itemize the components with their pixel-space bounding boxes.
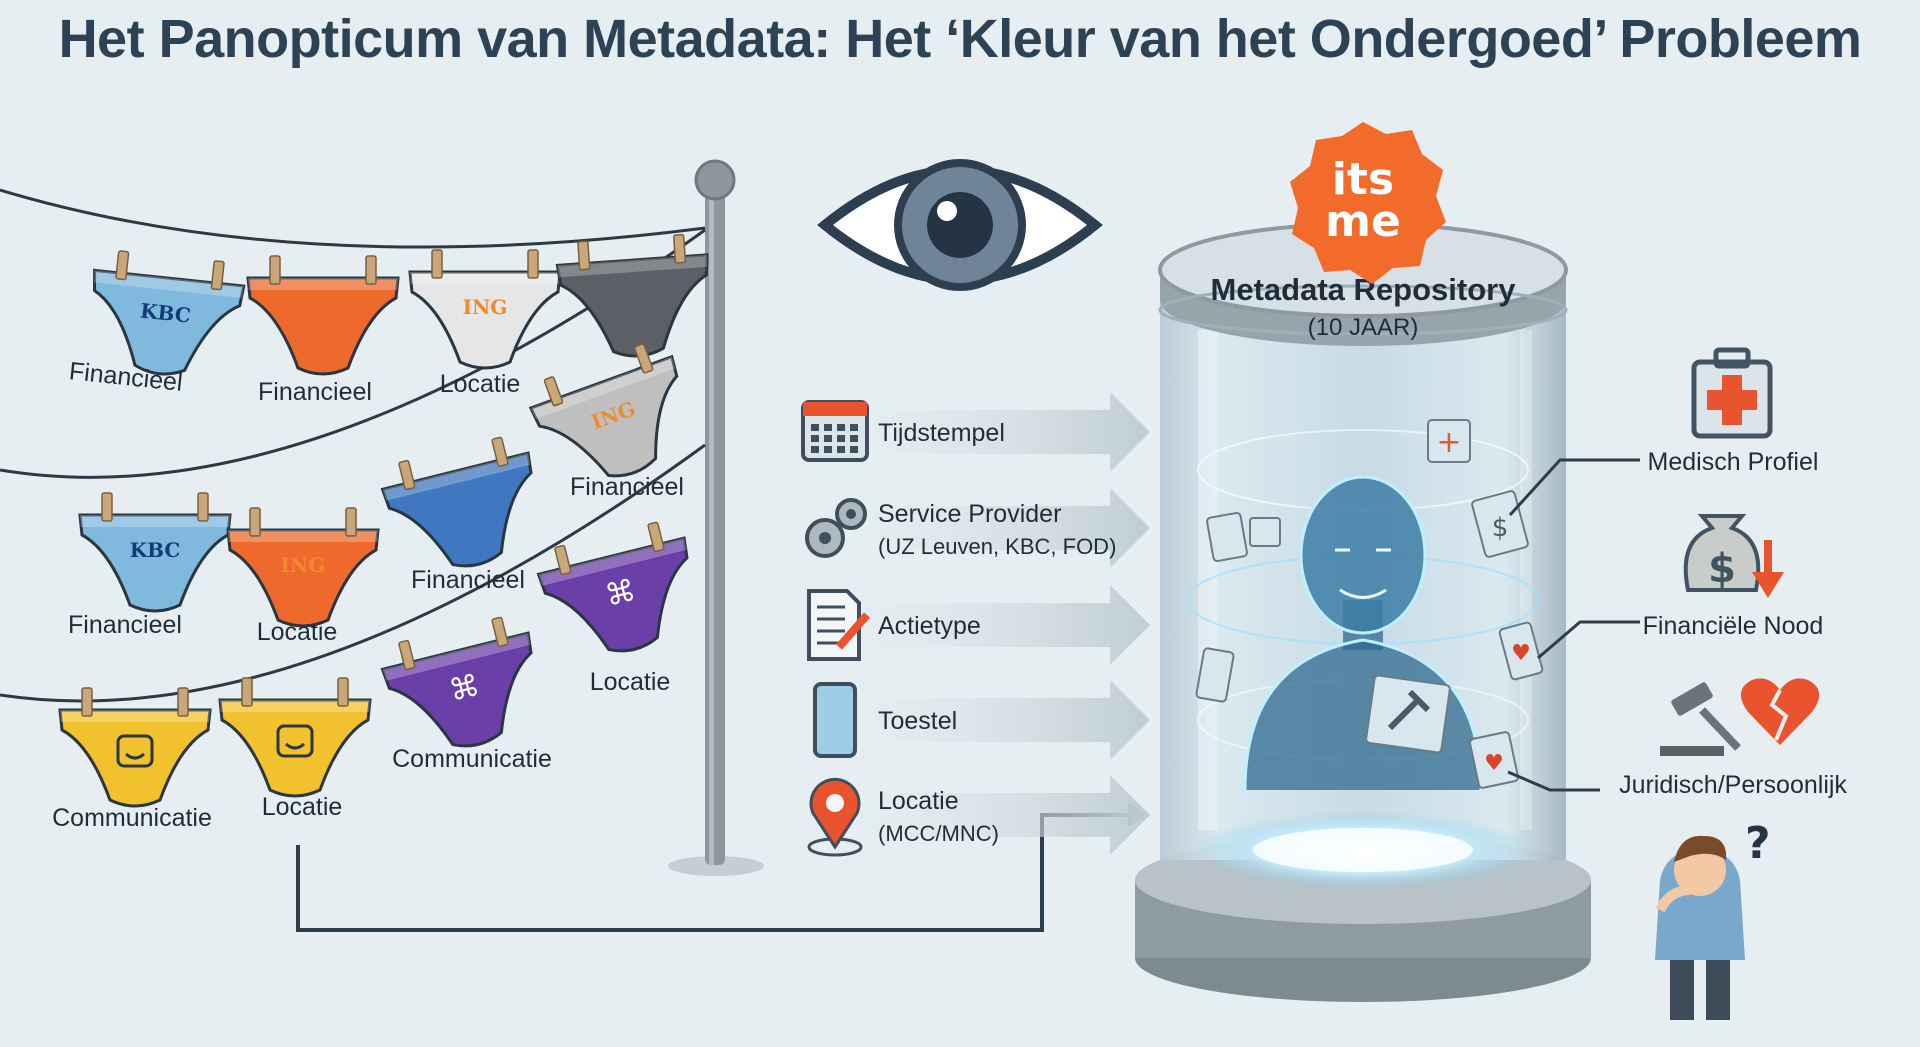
underwear-item xyxy=(380,436,533,568)
output-label-medical: Medisch Profiel xyxy=(1648,448,1819,476)
medical-kit-icon xyxy=(1691,347,1773,439)
question-mark: ? xyxy=(1745,818,1771,869)
svg-text:♥: ♥ xyxy=(1511,641,1531,666)
clothespin xyxy=(177,687,189,717)
underwear-item xyxy=(555,233,709,358)
underwear-label: Locatie xyxy=(257,618,338,646)
underwear-label: Locatie xyxy=(440,370,521,398)
page-title: Het Panopticum van Metadata: Het ‘Kleur … xyxy=(58,9,1862,69)
brand-logo: ING xyxy=(463,295,508,319)
repository-subtitle: (10 JAAR) xyxy=(1308,314,1419,341)
clothespin xyxy=(115,250,130,281)
svg-text:♥: ♥ xyxy=(1484,751,1504,776)
clothespin xyxy=(647,521,665,552)
underwear-label: Locatie xyxy=(262,793,343,821)
clothespin xyxy=(398,639,416,671)
brand-logo: KBC xyxy=(139,298,192,327)
clothespin xyxy=(337,677,349,707)
input-sublabel: (UZ Leuven, KBC, FOD) xyxy=(878,534,1116,559)
clothespin xyxy=(491,616,509,647)
itsme-logo: its me xyxy=(1290,122,1446,284)
smiley-icon xyxy=(116,734,154,768)
document-pen-icon xyxy=(807,589,871,661)
clothespin xyxy=(491,436,509,467)
svg-text:+: + xyxy=(1436,425,1461,460)
underwear-item: ING xyxy=(226,507,380,628)
clothespin xyxy=(101,492,113,522)
underwear-item xyxy=(58,687,212,808)
brand-logo: ING xyxy=(281,553,326,577)
clothespin xyxy=(398,459,416,491)
underwear-item: ⌘ xyxy=(380,616,533,748)
underwear-label: Locatie xyxy=(590,668,671,696)
clothespin xyxy=(554,544,572,576)
money-bag-icon: $ xyxy=(1683,514,1784,598)
clothespin xyxy=(431,249,443,279)
smartphone-icon xyxy=(813,682,857,758)
clothespin xyxy=(577,240,591,271)
clothesline-pole xyxy=(668,159,764,876)
metadata-input-item: Actietype xyxy=(807,585,1150,665)
underwear-label: Financieel xyxy=(68,611,182,639)
clothespin xyxy=(81,687,93,717)
clothespin xyxy=(543,376,564,407)
underwear-label: Financieel xyxy=(258,378,372,406)
metadata-input-item: Locatie (MCC/MNC) xyxy=(807,775,1150,857)
confused-person-figure: ? xyxy=(1655,818,1771,1020)
underwear-item: KBC xyxy=(92,250,246,376)
metadata-input-item: Tijdstempel xyxy=(801,392,1150,472)
underwear-label: Communicatie xyxy=(392,745,552,773)
output-label-financial: Financiële Nood xyxy=(1643,612,1824,640)
clothespin xyxy=(197,492,209,522)
input-label: Tijdstempel xyxy=(878,419,1005,447)
underwear-label: Financieel xyxy=(411,566,525,594)
logo-line1: its xyxy=(1332,154,1394,205)
output-connectors xyxy=(1507,458,1640,792)
clothespin xyxy=(365,255,377,285)
eye-icon xyxy=(817,159,1103,291)
underwear-item: ING xyxy=(528,343,679,478)
underwear-label: Financieel xyxy=(570,473,684,501)
digital-profile-figure: + $ ♥ ♥ xyxy=(1195,419,1544,791)
calendar-icon xyxy=(801,400,869,462)
input-label: Actietype xyxy=(878,612,981,640)
underwear-item xyxy=(218,677,372,798)
underwear-item xyxy=(246,255,400,376)
gavel-broken-heart-icon xyxy=(1660,678,1820,756)
clothespin xyxy=(634,343,654,374)
svg-text:$: $ xyxy=(1708,546,1736,592)
clothespin xyxy=(241,677,253,707)
brand-logo: KBC xyxy=(130,538,181,562)
gears-icon xyxy=(805,498,867,558)
clothespin xyxy=(249,507,261,537)
location-pin-icon xyxy=(807,777,863,857)
underwear-item: KBC xyxy=(78,492,232,613)
clothespin xyxy=(345,507,357,537)
svg-text:$: $ xyxy=(1492,513,1509,543)
underwear-label: Communicatie xyxy=(52,804,212,832)
output-label-legal: Juridisch/Persoonlijk xyxy=(1619,771,1847,799)
metadata-input-item: Service Provider (UZ Leuven, KBC, FOD) xyxy=(805,488,1150,568)
metadata-input-item: Toestel xyxy=(813,680,1150,760)
input-label: Toestel xyxy=(878,707,957,735)
logo-line2: me xyxy=(1325,196,1401,247)
smiley-icon xyxy=(276,724,314,758)
clothespin xyxy=(672,233,687,264)
clothespin xyxy=(269,255,281,285)
clothespin xyxy=(210,260,225,291)
underwear-item: ⌘ xyxy=(536,521,689,653)
input-sublabel: (MCC/MNC) xyxy=(878,821,999,846)
underwear-item: ING xyxy=(408,249,562,370)
input-label: Locatie xyxy=(878,787,959,815)
input-label: Service Provider xyxy=(878,500,1061,528)
clothespin xyxy=(527,249,539,279)
